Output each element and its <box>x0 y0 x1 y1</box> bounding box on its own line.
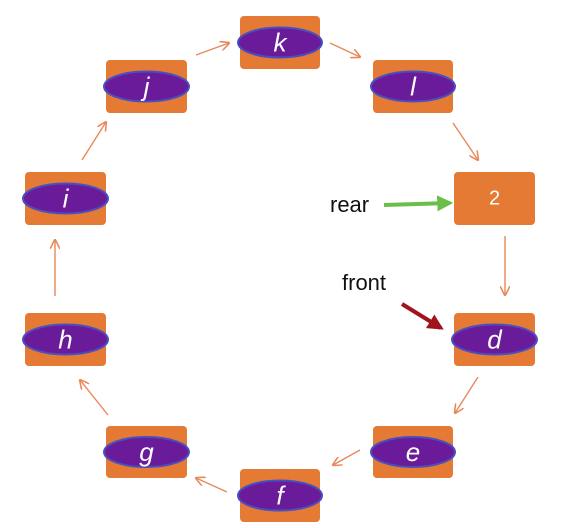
ring-arrow-icon <box>81 122 106 161</box>
queue-node-e: e <box>370 426 456 478</box>
ring-arrow-icon <box>195 43 229 56</box>
queue-node-d: d <box>451 313 538 366</box>
node-label: e <box>406 437 420 467</box>
node-ellipse <box>22 323 109 356</box>
node-ellipse <box>370 70 456 103</box>
front-pointer: front <box>342 270 444 330</box>
queue-node-g: g <box>103 426 190 478</box>
node-label: g <box>139 437 154 467</box>
queue-nodes: k l 2 d e f g h i j <box>22 16 538 522</box>
queue-node-f: f <box>237 469 323 522</box>
ring-arrow-icon <box>333 449 361 465</box>
rear-pointer: rear <box>330 192 454 217</box>
node-label: l <box>410 72 417 102</box>
node-label: i <box>63 184 70 214</box>
node-ellipse <box>237 479 323 512</box>
queue-node-i: i <box>22 172 109 225</box>
node-ellipse <box>237 26 323 59</box>
front-label: front <box>342 270 386 295</box>
queue-node-k: k <box>237 16 323 69</box>
node-label: k <box>274 28 289 58</box>
node-label: 2 <box>489 188 500 210</box>
ring-arrow-icon <box>196 478 228 493</box>
node-ellipse <box>22 182 109 215</box>
node-label: d <box>487 325 503 355</box>
node-label: f <box>276 481 286 511</box>
ring-arrow-icon <box>452 122 478 160</box>
ring-arrows <box>55 42 505 493</box>
node-ellipse <box>103 70 190 103</box>
queue-node-rear-slot: 2 <box>454 172 535 225</box>
ring-arrow-icon <box>80 380 109 416</box>
queue-node-l: l <box>370 60 456 113</box>
node-ellipse <box>103 436 190 468</box>
front-arrow-icon <box>400 302 444 330</box>
ring-arrow-icon <box>455 376 479 413</box>
queue-node-h: h <box>22 313 109 366</box>
node-label: j <box>141 72 151 102</box>
ring-arrow-icon <box>329 42 360 57</box>
node-ellipse <box>370 436 456 468</box>
rear-label: rear <box>330 192 369 217</box>
node-ellipse <box>451 323 538 356</box>
rear-arrow-icon <box>383 195 454 212</box>
node-box <box>454 172 535 225</box>
queue-node-j: j <box>103 60 190 113</box>
node-label: h <box>58 325 72 355</box>
